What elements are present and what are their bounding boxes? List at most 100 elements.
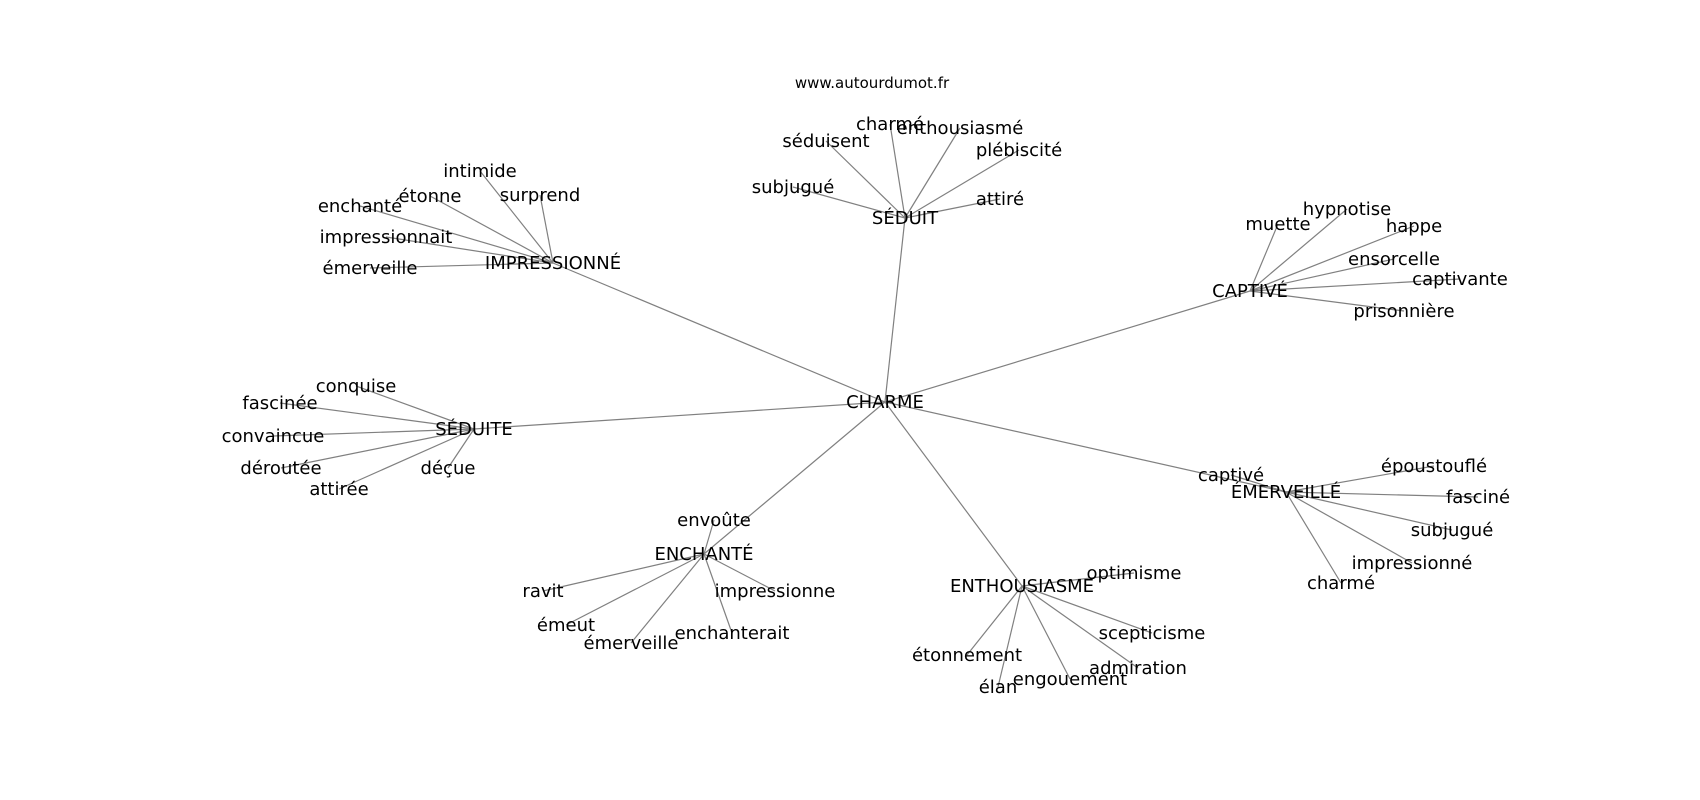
leaf-node-label[interactable]: émerveille [584,633,679,654]
leaf-node-label[interactable]: plébiscité [976,140,1062,161]
edge-hub-5-leaf-4 [703,553,733,634]
edge-hub-1-leaf-1 [429,195,554,264]
leaf-node-label[interactable]: fascinée [242,393,317,414]
edge-hub-5-leaf-5 [630,553,705,644]
leaf-node-label[interactable]: déroutée [240,458,321,479]
edge-hub-3-leaf-4 [447,428,475,469]
leaf-node-label[interactable]: admiration [1089,658,1187,679]
edge-hub-2-leaf-5 [1249,290,1405,312]
edge-hub-3-leaf-5 [338,428,475,490]
leaf-node-label[interactable]: attiré [976,189,1024,210]
edge-hub-1-leaf-4 [385,236,554,264]
leaf-node-label[interactable]: hypnotise [1303,199,1391,220]
leaf-node-label[interactable]: surprend [500,185,581,206]
edge-root-hub-3 [473,401,886,430]
edge-hub-3-leaf-2 [272,428,475,437]
edge-hub-2-leaf-3 [1249,258,1395,292]
edge-hub-1-leaf-3 [359,205,554,264]
edge-hub-4-leaf-2 [1285,491,1479,498]
edge-hub-3-leaf-0 [355,385,475,430]
leaf-node-label[interactable]: scepticisme [1099,623,1206,644]
edge-hub-6-leaf-2 [966,585,1023,656]
leaf-node-label[interactable]: séduisent [782,131,869,152]
edge-root-hub-4 [884,401,1287,493]
edge-hub-0-leaf-5 [904,198,1001,219]
root-node-label[interactable]: CHARME [846,392,924,413]
hub-node-label[interactable]: ENTHOUSIASME [950,576,1094,597]
leaf-node-label[interactable]: époustouflé [1381,456,1487,477]
leaf-node-label[interactable]: émeut [537,615,595,636]
edge-hub-0-leaf-3 [904,149,1020,219]
leaf-node-label[interactable]: engouement [1013,669,1127,690]
graph-edges [272,123,1479,688]
edge-root-hub-2 [884,290,1251,403]
edge-hub-6-leaf-0 [1021,572,1135,587]
edge-hub-4-leaf-0 [1285,465,1435,493]
leaf-node-label[interactable]: happe [1386,216,1442,237]
leaf-node-label[interactable]: élan [979,677,1018,698]
leaf-node-label[interactable]: étonne [398,186,461,207]
edge-hub-5-leaf-3 [565,553,705,626]
leaf-node-label[interactable]: fasciné [1446,487,1510,508]
leaf-node-label[interactable]: conquise [316,376,397,397]
edge-hub-6-leaf-4 [1021,585,1071,680]
leaf-node-label[interactable]: impressionnait [320,227,453,248]
edge-hub-1-leaf-0 [479,170,554,264]
leaf-node-label[interactable]: émerveille [323,258,418,279]
edge-hub-6-leaf-1 [1021,585,1153,634]
hub-node-label[interactable]: CAPTIVÉ [1212,280,1288,302]
leaf-node-label[interactable]: intimide [443,161,517,182]
edge-hub-0-leaf-2 [825,140,906,219]
leaf-node-label[interactable]: ravit [522,581,563,602]
edge-hub-2-leaf-1 [1249,223,1279,292]
hub-node-label[interactable]: IMPRESSIONNÉ [485,252,621,274]
leaf-node-label[interactable]: muette [1245,214,1310,235]
edge-hub-0-leaf-4 [792,186,906,219]
leaf-node-label[interactable]: étonnement [912,645,1022,666]
hub-node-label[interactable]: ÉMERVEILLÉ [1231,481,1341,503]
hub-node-label[interactable]: ENCHANTÉ [654,543,753,565]
leaf-node-label[interactable]: enchanterait [675,623,790,644]
graph-labels: www.autourdumot.fr CHARMESÉDUITcharméent… [222,74,1510,698]
leaf-node-label[interactable]: captivé [1198,465,1264,486]
edge-root-hub-6 [884,401,1023,587]
edge-hub-1-leaf-5 [369,262,554,269]
edge-hub-2-leaf-2 [1249,225,1415,292]
hub-node-label[interactable]: SÉDUITE [435,418,513,440]
leaf-node-label[interactable]: impressionne [715,581,836,602]
edge-hub-4-leaf-1 [1230,474,1287,493]
leaf-node-label[interactable]: captivante [1412,269,1508,290]
leaf-node-label[interactable]: envoûte [677,510,751,531]
leaf-node-label[interactable]: attirée [309,479,368,500]
edge-hub-0-leaf-1 [904,127,961,219]
edge-root-hub-5 [703,401,886,555]
leaf-node-label[interactable]: prisonnière [1353,301,1454,322]
edge-hub-2-leaf-0 [1249,208,1348,292]
leaf-node-label[interactable]: convaincue [222,426,325,447]
edge-hub-6-leaf-5 [997,585,1023,688]
edge-hub-4-leaf-4 [1285,491,1413,564]
leaf-node-label[interactable]: subjugué [752,177,835,198]
edge-hub-3-leaf-1 [279,402,475,430]
source-watermark[interactable]: www.autourdumot.fr [795,74,950,92]
leaf-node-label[interactable]: ensorcelle [1348,249,1440,270]
leaf-node-label[interactable]: subjugué [1411,520,1494,541]
leaf-node-label[interactable]: optimisme [1086,563,1181,584]
hub-node-label[interactable]: SÉDUIT [872,207,939,229]
edge-hub-6-leaf-3 [1021,585,1139,669]
edge-hub-4-leaf-3 [1285,491,1453,531]
edge-root-hub-0 [884,217,906,403]
leaf-node-label[interactable]: impressionné [1352,553,1473,574]
edge-hub-2-leaf-4 [1249,278,1461,292]
edge-hub-0-leaf-0 [889,123,906,219]
leaf-node-label[interactable]: charmé [856,114,924,135]
leaf-node-label[interactable]: charmé [1307,573,1375,594]
edge-hub-4-leaf-5 [1285,491,1342,584]
leaf-node-label[interactable]: enchanté [318,196,402,217]
edge-hub-5-leaf-1 [542,553,705,592]
leaf-node-label[interactable]: déçue [421,458,476,479]
edge-root-hub-1 [552,262,886,403]
edge-hub-5-leaf-0 [703,519,715,555]
leaf-node-label[interactable]: enthousiasmé [897,118,1024,139]
